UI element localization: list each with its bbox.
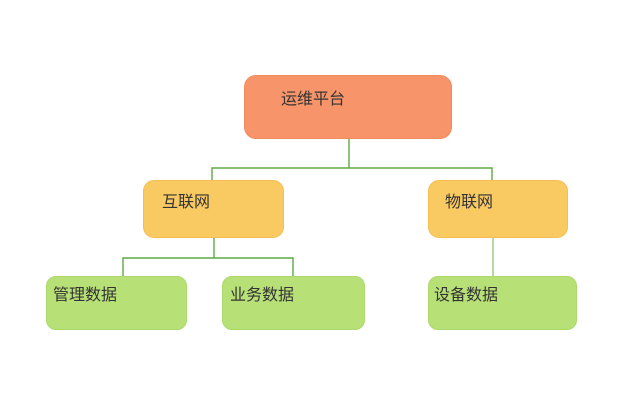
- node-ops-platform[interactable]: 运维平台: [244, 75, 452, 139]
- node-iot[interactable]: 物联网: [428, 180, 568, 238]
- node-management-data[interactable]: 管理数据: [46, 276, 187, 330]
- connector-root-to-children: [211, 139, 493, 180]
- connector-internet-to-children: [122, 238, 294, 276]
- node-internet[interactable]: 互联网: [143, 180, 284, 238]
- node-business-data[interactable]: 业务数据: [222, 276, 365, 330]
- node-device-data[interactable]: 设备数据: [428, 276, 577, 330]
